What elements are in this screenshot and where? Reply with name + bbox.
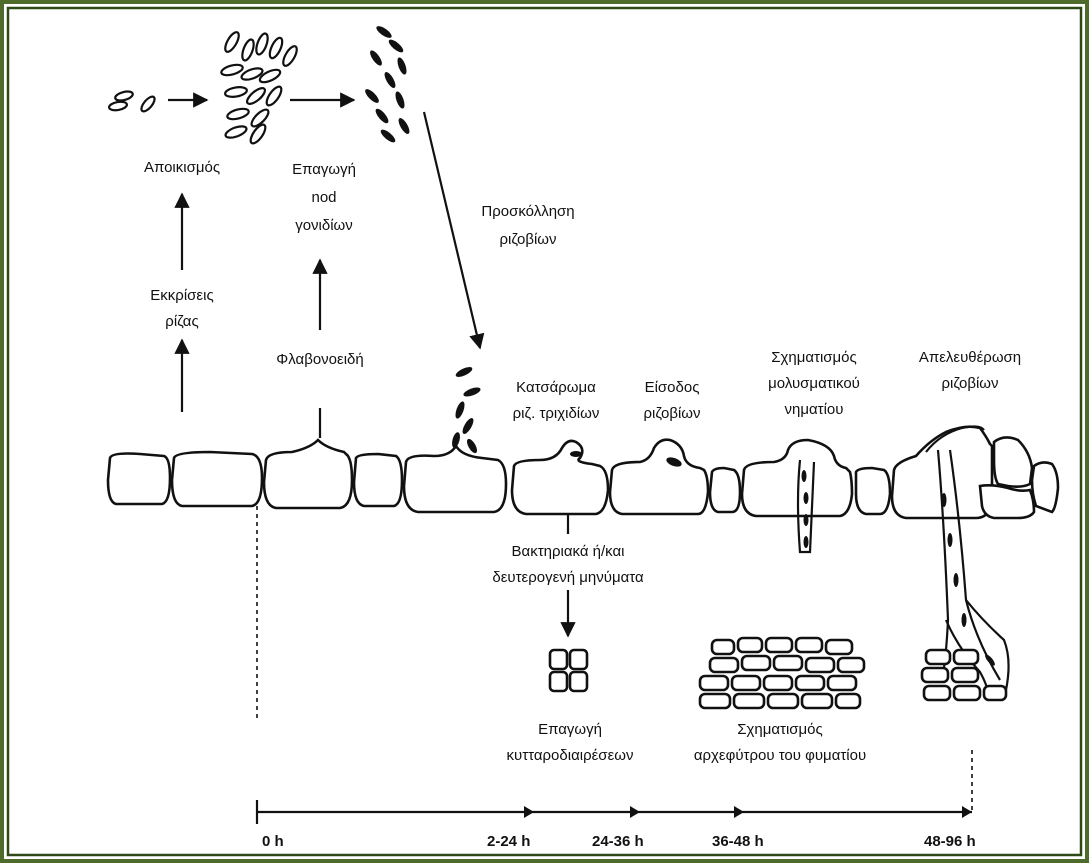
svg-text:Προσκόλληση: Προσκόλληση xyxy=(481,203,574,220)
svg-text:μολυσματικού: μολυσματικού xyxy=(768,375,860,392)
bacteria-induced-cluster xyxy=(365,26,410,143)
svg-text:κυτταροδιαιρέσεων: κυτταροδιαιρέσεων xyxy=(507,747,634,764)
curling-bacterium xyxy=(570,451,582,457)
label-nodule-primordium: Σχηματισμός αρχεφύτρου του φυματίου xyxy=(694,721,866,764)
svg-text:ριζοβίων: ριζοβίων xyxy=(500,231,557,248)
svg-text:αρχεφύτρου του φυματίου: αρχεφύτρου του φυματίου xyxy=(694,747,866,764)
label-colonization: Αποικισμός xyxy=(144,159,220,176)
label-root-exudates: Εκκρίσεις ρίζας xyxy=(150,287,213,330)
timeline-label-1: 2-24 h xyxy=(487,833,530,850)
label-rhizobia-entry: Είσοδος ριζοβίων xyxy=(644,379,701,422)
nodule-primordium xyxy=(698,636,866,710)
bacteria-large-cluster xyxy=(220,31,298,145)
cell-division-block xyxy=(548,648,589,693)
arrow-to-attachment xyxy=(422,111,485,350)
svg-text:Βακτηριακά ή/και: Βακτηριακά ή/και xyxy=(512,543,625,560)
nodule-cells xyxy=(920,648,1008,702)
timeline-label-2: 24-36 h xyxy=(592,833,644,850)
svg-text:Σχηματισμός: Σχηματισμός xyxy=(737,721,823,738)
svg-text:Αποικισμός: Αποικισμός xyxy=(144,159,220,176)
svg-text:ριζ. τριχιδίων: ριζ. τριχιδίων xyxy=(513,405,600,422)
label-flavonoids: Φλαβονοειδή xyxy=(276,351,363,368)
label-nod-induction: Επαγωγή nod γονιδίων xyxy=(292,161,356,234)
bacteria-attaching xyxy=(452,367,481,454)
svg-text:γονιδίων: γονιδίων xyxy=(295,217,353,234)
svg-text:ριζοβίων: ριζοβίων xyxy=(942,375,999,392)
svg-text:Απελευθέρωση: Απελευθέρωση xyxy=(919,349,1021,366)
svg-text:Κατσάρωμα: Κατσάρωμα xyxy=(516,379,596,396)
svg-text:Επαγωγή: Επαγωγή xyxy=(538,721,602,738)
svg-text:Σχηματισμός: Σχηματισμός xyxy=(771,349,857,366)
timeline-label-3: 36-48 h xyxy=(712,833,764,850)
timeline-label-0: 0 h xyxy=(262,833,284,850)
label-cell-division: Επαγωγή κυτταροδιαιρέσεων xyxy=(507,721,634,764)
root-epidermis xyxy=(106,425,1060,520)
label-attachment: Προσκόλληση ριζοβίων xyxy=(481,203,574,248)
label-root-hair-curling: Κατσάρωμα ριζ. τριχιδίων xyxy=(513,379,600,422)
svg-text:Εκκρίσεις: Εκκρίσεις xyxy=(150,287,213,304)
label-rhizobia-release: Απελευθέρωση ριζοβίων xyxy=(919,349,1021,392)
svg-text:Επαγωγή: Επαγωγή xyxy=(292,161,356,178)
infection-thread-stage4 xyxy=(796,459,816,554)
bacteria-small-cluster xyxy=(108,90,156,113)
svg-text:δευτερογενή μηνύματα: δευτερογενή μηνύματα xyxy=(492,569,644,586)
svg-text:ριζοβίων: ριζοβίων xyxy=(644,405,701,422)
entry-bacterium xyxy=(666,457,682,467)
timeline-label-4: 48-96 h xyxy=(924,833,976,850)
label-signals: Βακτηριακά ή/και δευτερογενή μηνύματα xyxy=(492,543,644,586)
timeline xyxy=(255,800,972,824)
svg-text:νηματίου: νηματίου xyxy=(785,401,844,418)
svg-text:Είσοδος: Είσοδος xyxy=(645,379,700,396)
svg-text:nod: nod xyxy=(311,189,336,206)
svg-text:ρίζας: ρίζας xyxy=(165,313,198,330)
svg-text:Φλαβονοειδή: Φλαβονοειδή xyxy=(276,351,363,368)
inner-border xyxy=(6,6,1083,857)
label-infection-thread: Σχηματισμός μολυσματικού νηματίου xyxy=(768,349,860,418)
timeline-labels: 0 h 2-24 h 24-36 h 36-48 h 48-96 h xyxy=(262,833,976,850)
